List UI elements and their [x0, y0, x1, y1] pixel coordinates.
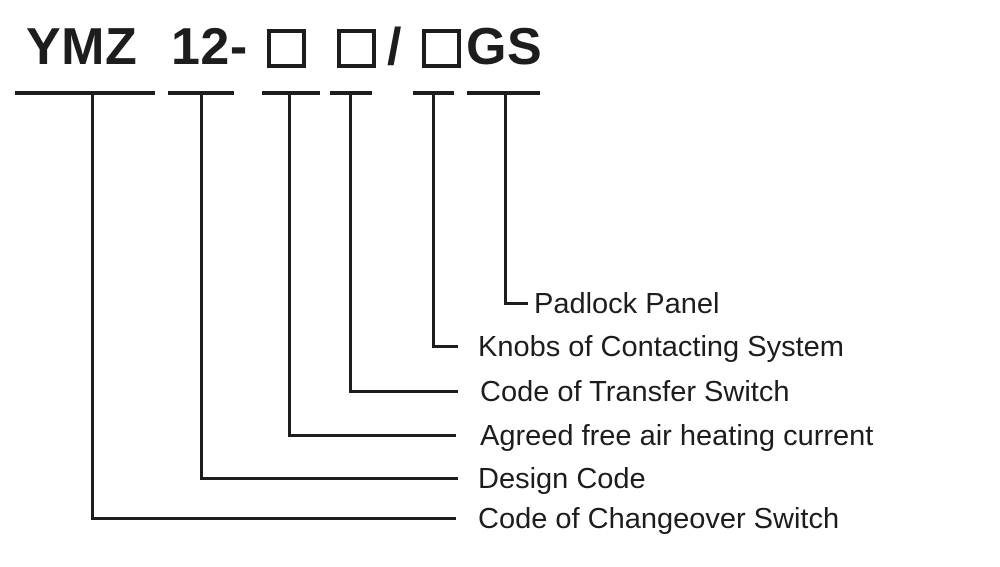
connector-vertical-line	[432, 95, 435, 348]
placeholder-box-icon	[337, 29, 376, 68]
legend-label: Design Code	[478, 463, 646, 495]
title-underline	[15, 91, 155, 95]
connector-vertical-line	[200, 95, 203, 480]
title-segment-slash: /	[387, 18, 402, 76]
connector-horizontal-line	[200, 477, 458, 480]
title-segment-suffix: GS	[466, 18, 543, 76]
connector-vertical-line	[504, 95, 507, 305]
connector-horizontal-line	[349, 390, 458, 393]
placeholder-box-icon	[422, 29, 461, 68]
connector-vertical-line	[288, 95, 291, 437]
title-underline	[330, 91, 372, 95]
legend-label: Padlock Panel	[534, 288, 720, 320]
title-underline	[413, 91, 454, 95]
legend-label: Agreed free air heating current	[480, 420, 874, 452]
connector-vertical-line	[91, 95, 94, 520]
connector-horizontal-line	[91, 517, 456, 520]
title-segment-design: 12-	[171, 18, 248, 76]
title-underline	[262, 91, 320, 95]
connector-horizontal-line	[432, 345, 458, 348]
legend-label: Code of Transfer Switch	[480, 376, 790, 408]
legend-label: Knobs of Contacting System	[478, 331, 844, 363]
connector-vertical-line	[349, 95, 352, 393]
title-underline	[168, 91, 234, 95]
connector-horizontal-line	[288, 434, 456, 437]
title-segment-series: YMZ	[26, 18, 138, 76]
legend-label: Code of Changeover Switch	[478, 503, 840, 535]
title-underline	[467, 91, 540, 95]
connector-horizontal-line	[504, 302, 528, 305]
placeholder-box-icon	[267, 29, 306, 68]
